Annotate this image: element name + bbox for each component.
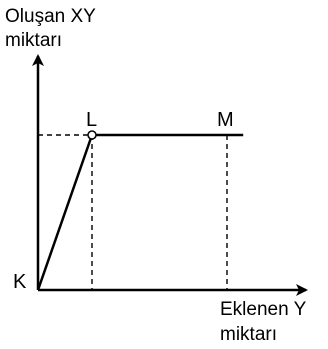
point-label-k: K [13, 271, 27, 293]
y-axis-title-line-2: miktarı [5, 30, 62, 51]
y-axis-title-line-1: Oluşan XY [5, 6, 96, 27]
point-marker-l [87, 130, 97, 140]
series-line-rise [36, 134, 94, 291]
x-axis-title-line-2: miktarı [220, 324, 277, 345]
point-label-m: M [217, 109, 234, 131]
x-axis-title-line-1: Eklenen Y [220, 299, 307, 320]
point-label-l: L [86, 109, 97, 131]
